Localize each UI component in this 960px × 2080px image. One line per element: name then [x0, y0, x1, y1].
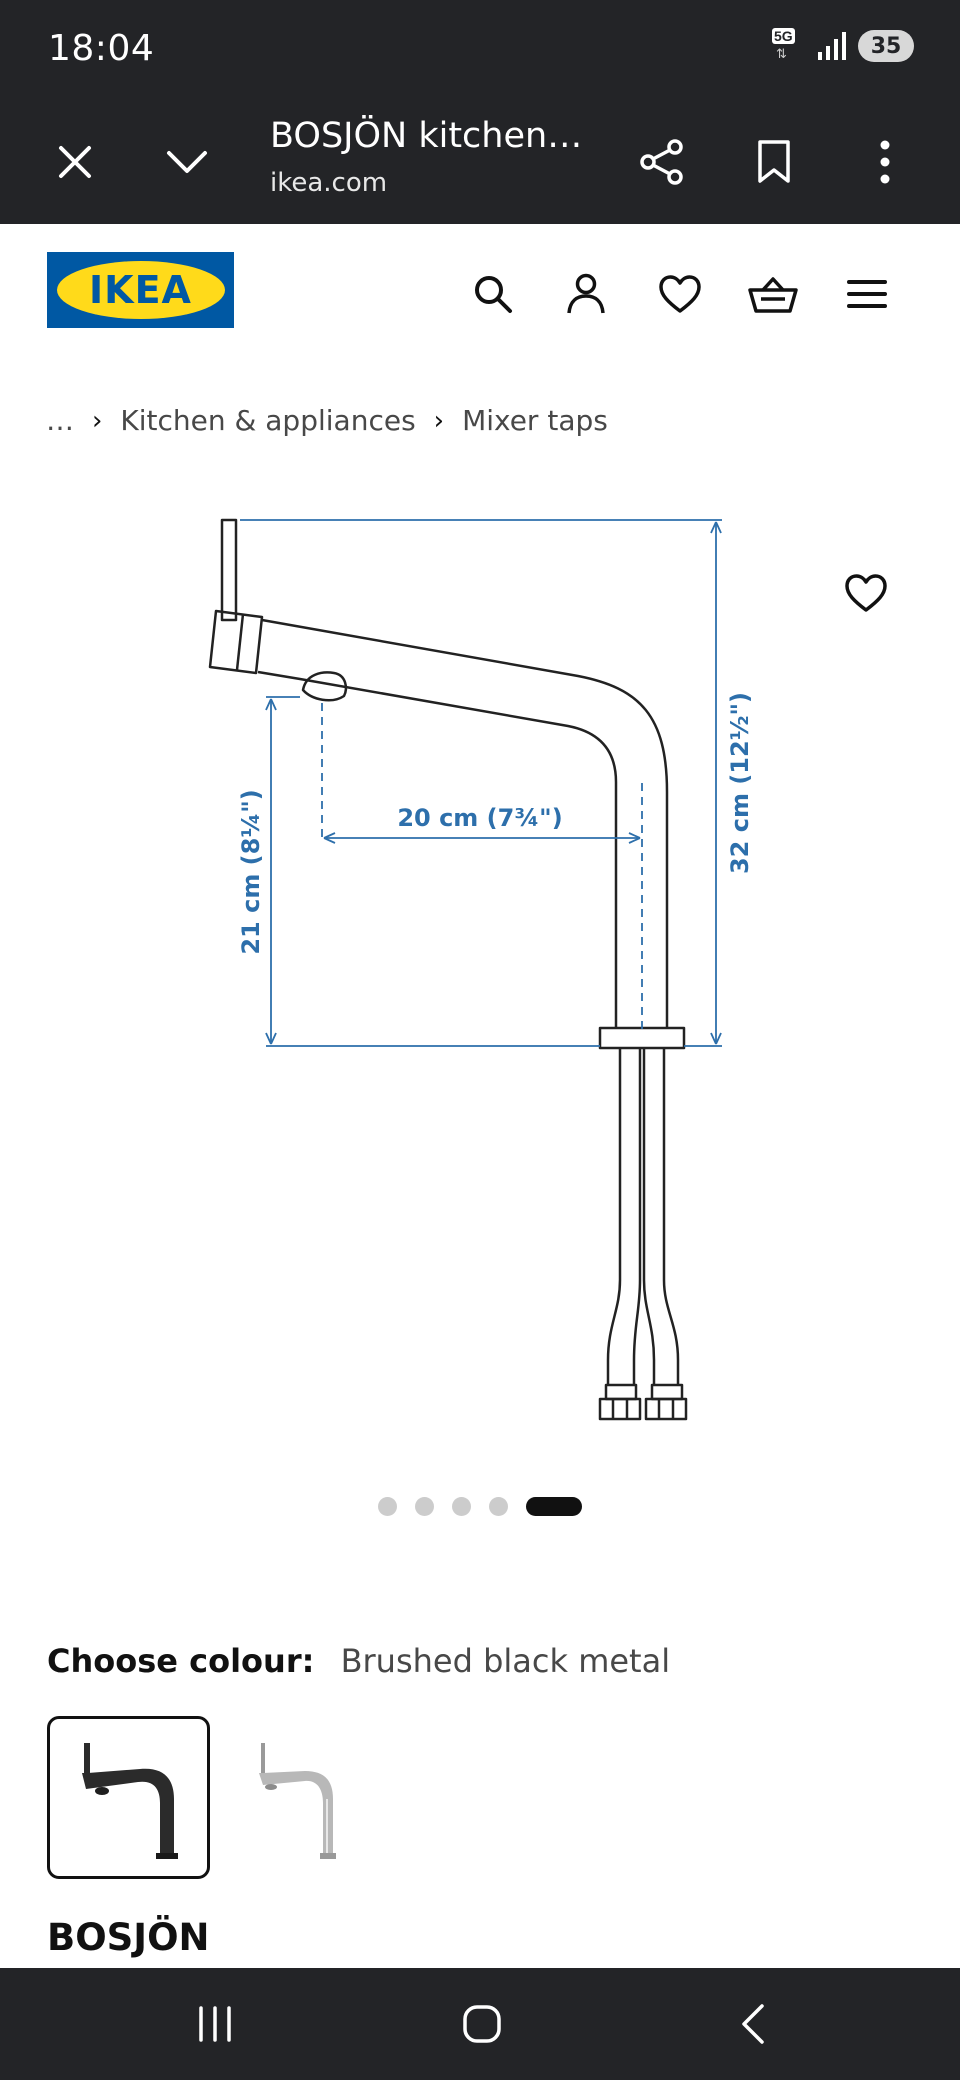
- status-time: 18:04: [48, 28, 155, 69]
- status-icons: 5G ⇅ 35: [772, 28, 914, 64]
- carousel-dot[interactable]: [452, 1496, 471, 1516]
- colour-value: Brushed black metal: [340, 1642, 671, 1680]
- add-to-favourites-button[interactable]: [838, 565, 894, 621]
- recents-icon: [199, 2006, 231, 2042]
- chevron-right-icon: ›: [92, 405, 103, 436]
- tap-drawing: [208, 518, 688, 1421]
- ikea-logo[interactable]: IKEA: [47, 252, 234, 328]
- carousel-dot[interactable]: [378, 1496, 397, 1516]
- page-url[interactable]: ikea.com: [270, 168, 388, 198]
- logo-text: IKEA: [89, 268, 192, 312]
- close-icon: [59, 146, 91, 178]
- site-header: IKEA: [0, 224, 960, 354]
- breadcrumb-mixer-taps[interactable]: Mixer taps: [462, 404, 608, 437]
- account-button[interactable]: [556, 264, 616, 324]
- dimension-lines: [240, 519, 722, 1047]
- carousel-dot[interactable]: [415, 1496, 434, 1516]
- status-bar: 18:04 5G ⇅ 35: [0, 0, 960, 98]
- carousel-dots: [0, 1494, 960, 1518]
- recents-button[interactable]: [170, 1988, 260, 2060]
- logo-oval: IKEA: [56, 261, 225, 319]
- basket-button[interactable]: [743, 264, 803, 324]
- colour-option-black[interactable]: [47, 1716, 210, 1879]
- network-5g-icon: 5G ⇅: [772, 28, 806, 64]
- system-nav-bar: [0, 1968, 960, 2080]
- heart-icon: [659, 275, 701, 313]
- page-title[interactable]: BOSJÖN kitchen…: [270, 116, 583, 156]
- battery-icon: 35: [858, 30, 914, 62]
- search-icon: [475, 276, 512, 313]
- steel-tap-thumbnail: [258, 1742, 336, 1859]
- basket-icon: [748, 277, 798, 313]
- browser-toolbar: BOSJÖN kitchen… ikea.com: [0, 98, 960, 224]
- network-label: 5G: [772, 28, 795, 44]
- menu-icon: [847, 280, 887, 308]
- favourites-button[interactable]: [650, 264, 710, 324]
- breadcrumb-ellipsis[interactable]: …: [46, 404, 74, 437]
- dim-height-spout-label: 21 cm (8¼"): [237, 789, 265, 954]
- account-icon: [567, 273, 605, 314]
- breadcrumb: … › Kitchen & appliances › Mixer taps: [46, 404, 608, 437]
- back-button[interactable]: [708, 1988, 798, 2060]
- colour-option-steel[interactable]: [210, 1716, 373, 1879]
- share-button[interactable]: [622, 122, 702, 202]
- dim-reach-label: 20 cm (7¾"): [397, 804, 562, 832]
- chevron-down-icon: [167, 151, 207, 173]
- product-image[interactable]: 20 cm (7¾") 32 cm (12½") 21 cm (8¼"): [0, 500, 960, 1460]
- signal-icon: [818, 32, 846, 60]
- more-vert-icon: [880, 140, 890, 184]
- share-icon: [640, 139, 683, 185]
- black-tap-thumbnail: [81, 1742, 178, 1859]
- colour-selector-label: Choose colour: Brushed black metal: [47, 1642, 670, 1680]
- product-name: BOSJÖN: [47, 1916, 210, 1959]
- home-icon: [463, 2005, 501, 2043]
- chevron-right-icon: ›: [433, 405, 445, 436]
- heart-icon: [845, 574, 887, 612]
- breadcrumb-kitchen[interactable]: Kitchen & appliances: [120, 404, 416, 437]
- carousel-dot-active[interactable]: [526, 1496, 582, 1516]
- close-tab-button[interactable]: [35, 122, 115, 202]
- dim-height-total-label: 32 cm (12½"): [726, 692, 754, 874]
- more-options-button[interactable]: [845, 122, 925, 202]
- bookmark-button[interactable]: [734, 122, 814, 202]
- carousel-dot[interactable]: [489, 1496, 508, 1516]
- menu-button[interactable]: [837, 264, 897, 324]
- back-icon: [742, 2004, 764, 2044]
- colour-label: Choose colour:: [47, 1642, 315, 1680]
- home-button[interactable]: [437, 1988, 527, 2060]
- minimize-button[interactable]: [147, 122, 227, 202]
- data-arrows-icon: ⇅: [776, 46, 787, 61]
- search-button[interactable]: [463, 264, 523, 324]
- bookmark-icon: [758, 140, 790, 183]
